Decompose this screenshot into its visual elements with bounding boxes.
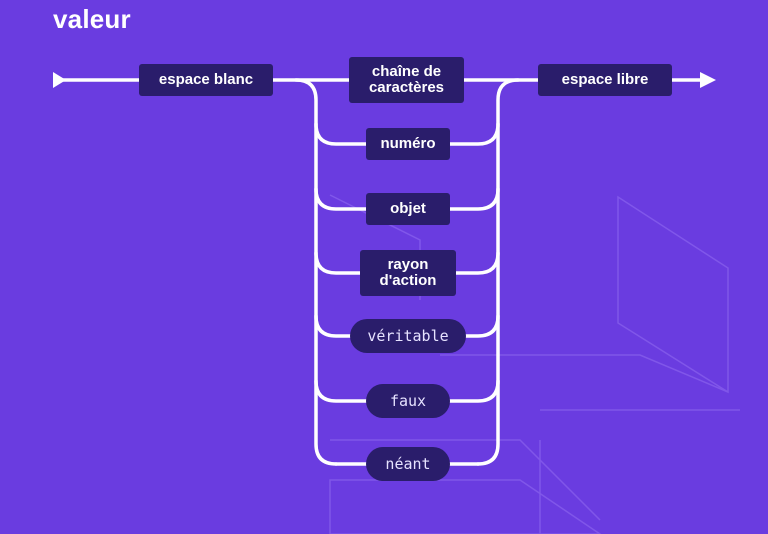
node-label-line2: caractères xyxy=(368,79,445,96)
node-label: véritable xyxy=(367,327,449,345)
start-arrow-icon xyxy=(53,72,66,88)
node-label: numéro xyxy=(380,135,436,152)
node-label: espace blanc xyxy=(158,71,254,88)
node-chaine-de-caracteres: chaîne de caractères xyxy=(349,57,464,103)
node-espace-libre: espace libre xyxy=(538,64,672,96)
node-faux: faux xyxy=(366,384,450,418)
node-label-line1: chaîne de xyxy=(371,63,442,80)
node-neant: néant xyxy=(366,447,450,481)
node-label-line2: d'action xyxy=(379,272,437,289)
node-label: faux xyxy=(389,392,427,410)
diagram-title: valeur xyxy=(53,4,131,34)
node-label-line1: rayon xyxy=(387,256,429,273)
background-decoration xyxy=(329,194,740,534)
node-label: espace libre xyxy=(561,71,649,88)
node-espace-blanc: espace blanc xyxy=(139,64,273,96)
node-numero: numéro xyxy=(366,128,450,160)
rails xyxy=(54,78,702,466)
node-rayon-d-action: rayon d'action xyxy=(360,250,456,296)
node-veritable: véritable xyxy=(350,319,466,353)
node-label: néant xyxy=(385,455,431,473)
end-arrow-icon xyxy=(700,72,716,88)
node-label: objet xyxy=(390,200,426,217)
node-objet: objet xyxy=(366,193,450,225)
